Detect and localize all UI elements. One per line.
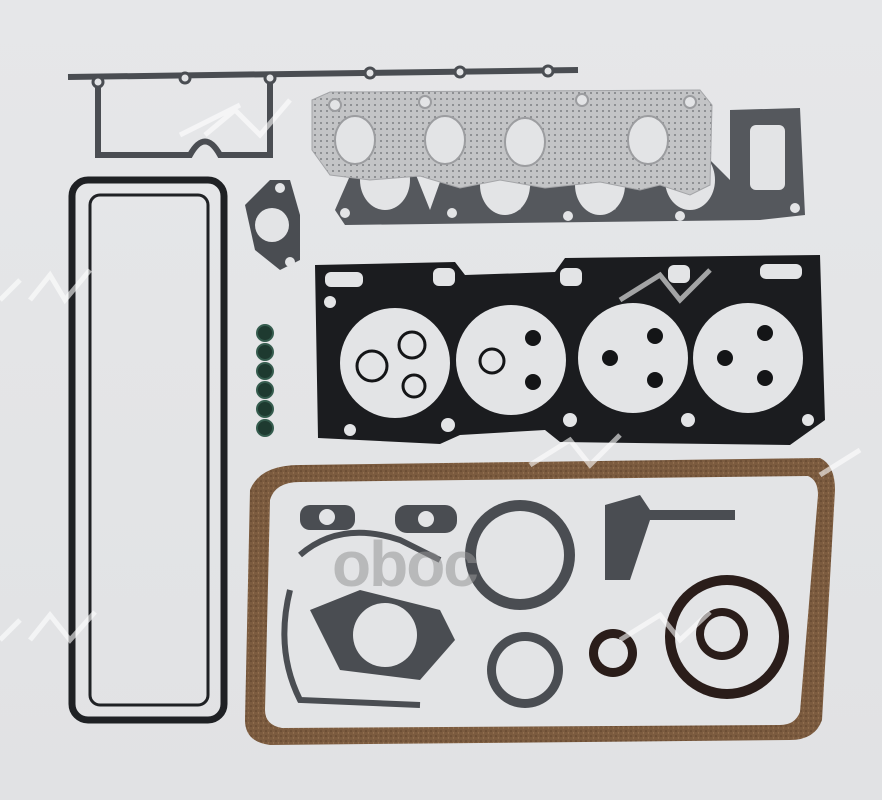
center-watermark-text: oboc	[332, 528, 479, 600]
rear-housing-gasket	[487, 632, 563, 708]
water-pump-gasket	[465, 500, 575, 610]
small-flange-gaskets	[300, 505, 457, 533]
thermostat-housing-gasket	[605, 495, 735, 580]
valve-cover-gasket	[68, 176, 228, 724]
camshaft-seal-small	[589, 629, 637, 677]
thermostat-gasket	[245, 180, 300, 270]
crankshaft-seal-large	[665, 575, 789, 699]
exhaust-manifold-gasket	[311, 89, 713, 196]
valve-stem-seals	[256, 324, 274, 437]
valve-cover-upper-gasket	[67, 64, 579, 158]
cylinder-head-gasket	[315, 255, 825, 445]
aw-watermark-logos	[0, 98, 862, 644]
oil-pump-gasket	[310, 590, 455, 680]
timing-cover-gasket	[281, 529, 442, 708]
